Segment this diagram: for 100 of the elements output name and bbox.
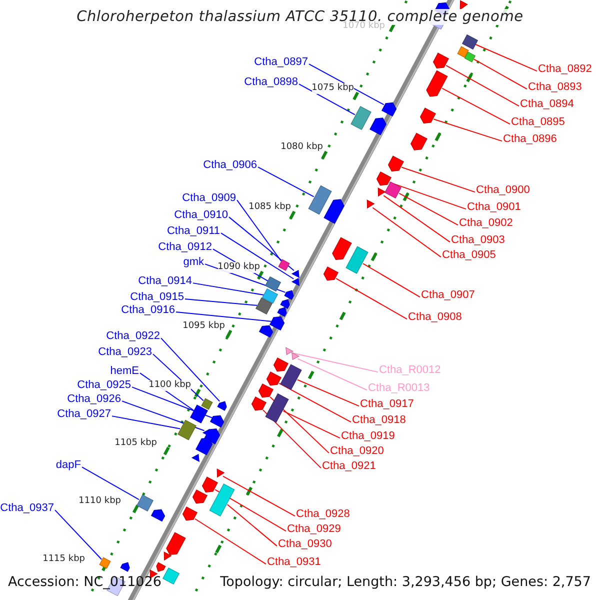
gene-label: Ctha_0907 bbox=[421, 289, 475, 302]
gene-feature bbox=[462, 34, 478, 50]
gene-label: Ctha_0917 bbox=[360, 398, 414, 411]
leader-line bbox=[204, 264, 286, 293]
leader-line bbox=[160, 338, 220, 402]
scale-label: 1115 kbp bbox=[42, 554, 85, 565]
gene-feature bbox=[217, 401, 227, 411]
gene-feature bbox=[332, 237, 352, 260]
gene-feature bbox=[457, 46, 469, 58]
gene-label: Ctha_0900 bbox=[476, 184, 530, 197]
gene-label: Ctha_0928 bbox=[296, 508, 350, 521]
gene-feature bbox=[308, 185, 332, 215]
leader-line bbox=[383, 195, 450, 243]
gene-label: dapF bbox=[56, 459, 81, 472]
gene-feature bbox=[202, 476, 218, 492]
gene-feature bbox=[210, 415, 224, 428]
leader-line bbox=[270, 396, 330, 454]
gene-feature bbox=[350, 106, 372, 130]
gene-label: Ctha_0895 bbox=[511, 116, 565, 129]
accession-text: Accession: NC_011026 bbox=[8, 574, 162, 590]
leader-line bbox=[433, 118, 502, 142]
gene-label: Ctha_0916 bbox=[121, 304, 175, 317]
leader-line bbox=[475, 44, 538, 72]
leader-line bbox=[54, 510, 102, 560]
leader-line bbox=[176, 312, 272, 322]
leader-line bbox=[298, 84, 356, 116]
scale-label: 1100 kbp bbox=[148, 380, 191, 391]
leader-line bbox=[372, 207, 442, 258]
gene-feature bbox=[384, 181, 402, 199]
gene-feature bbox=[410, 132, 428, 150]
leader-line bbox=[258, 166, 314, 198]
gene-feature bbox=[120, 562, 130, 572]
leader-line bbox=[442, 88, 510, 125]
gene-feature bbox=[156, 562, 166, 572]
gene-feature bbox=[278, 259, 290, 271]
leader-line bbox=[222, 476, 296, 517]
gene-feature bbox=[192, 489, 208, 504]
scale-label: 1080 kbp bbox=[280, 142, 323, 153]
gene-label: Ctha_0922 bbox=[106, 330, 160, 343]
gene-feature bbox=[136, 494, 154, 512]
leader-line bbox=[194, 518, 266, 565]
gene-feature bbox=[323, 266, 339, 281]
gene-label: Ctha_0893 bbox=[528, 81, 582, 94]
leader-line bbox=[291, 352, 378, 373]
gene-feature bbox=[162, 567, 180, 585]
gene-feature bbox=[284, 290, 294, 300]
gene-feature bbox=[166, 532, 186, 556]
scale-label: 1110 kbp bbox=[78, 496, 121, 507]
gene-feature bbox=[196, 438, 213, 456]
gene-feature bbox=[251, 396, 267, 411]
gene-label: Ctha_0915 bbox=[130, 291, 184, 304]
leader-line bbox=[278, 382, 352, 423]
gene-label: Ctha_0923 bbox=[98, 346, 152, 359]
scale-label: 1105 kbp bbox=[114, 438, 157, 449]
gene-label: Ctha_0898 bbox=[244, 76, 298, 89]
leader-line bbox=[401, 166, 476, 193]
gene-label: Ctha_0921 bbox=[322, 460, 376, 473]
gene-label: gmk bbox=[183, 256, 204, 269]
gene-label: Ctha_0931 bbox=[267, 556, 321, 569]
gene-feature bbox=[366, 200, 375, 209]
leader-line bbox=[446, 64, 520, 107]
leader-line bbox=[262, 409, 322, 469]
gene-feature bbox=[280, 299, 290, 309]
gene-label: hemE bbox=[110, 365, 139, 378]
scale-label: 1090 kbp bbox=[218, 262, 260, 273]
gene-label: Ctha_0927 bbox=[57, 408, 111, 421]
leader-line bbox=[473, 58, 528, 90]
gene-feature bbox=[381, 102, 397, 117]
gene-feature bbox=[273, 357, 289, 372]
leader-line bbox=[362, 263, 420, 298]
gene-feature bbox=[378, 188, 386, 197]
gene-label: Ctha_0914 bbox=[138, 275, 192, 288]
gene-feature bbox=[291, 270, 300, 278]
gene-label: Ctha_0929 bbox=[287, 523, 341, 536]
gene-label: Ctha_0902 bbox=[459, 217, 513, 230]
gene-feature bbox=[291, 278, 300, 286]
gene-label: Ctha_0892 bbox=[538, 63, 592, 76]
gene-feature bbox=[201, 398, 213, 410]
gene-feature bbox=[388, 156, 404, 172]
leader-line bbox=[184, 298, 258, 306]
leader-line bbox=[82, 466, 140, 500]
leader-line bbox=[297, 358, 368, 391]
gene-feature bbox=[324, 199, 344, 224]
gene-label: Ctha_0897 bbox=[254, 56, 308, 69]
gene-feature bbox=[262, 288, 278, 304]
leader-line bbox=[122, 400, 205, 432]
scale-label: 1085 kbp bbox=[248, 202, 291, 213]
leader-line bbox=[226, 504, 278, 547]
leader-line bbox=[132, 386, 213, 418]
gene-label: Ctha_0894 bbox=[520, 98, 574, 111]
gene-label: Ctha_0925 bbox=[77, 379, 131, 392]
gene-feature bbox=[209, 484, 235, 516]
gene-feature bbox=[265, 393, 289, 423]
gene-label: Ctha_0918 bbox=[352, 414, 406, 427]
gene-label: Ctha_0908 bbox=[408, 311, 462, 324]
gene-label: Ctha_0906 bbox=[203, 159, 257, 172]
gene-label: Ctha_0926 bbox=[67, 393, 121, 406]
gene-feature bbox=[178, 420, 196, 440]
genome-info-text: Topology: circular; Length: 3,293,456 bp; Genes: 2,757 bbox=[220, 574, 591, 590]
gene-feature bbox=[191, 454, 200, 462]
